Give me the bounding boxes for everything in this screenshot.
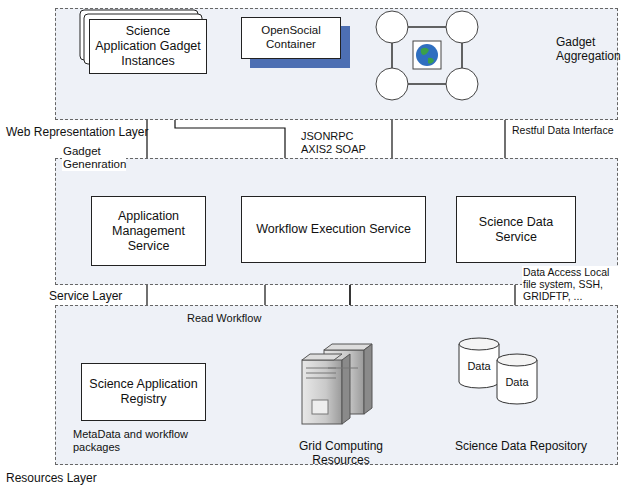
- edge-label: Data Access Local file system, SSH, GRID…: [522, 266, 619, 302]
- service-box: Workflow Execution Service: [241, 196, 426, 263]
- note-label: JSONRPC AXIS2 SOAP: [300, 130, 382, 155]
- box-label: OpenSocial Container: [247, 24, 335, 52]
- edge-label: Restful Data Interface: [511, 124, 615, 136]
- group-label: Science Data Repository: [446, 439, 596, 453]
- layer-label: Service Layer: [49, 289, 122, 303]
- registry-box: Science Application Registry: [81, 363, 206, 421]
- layer-label: Web Representation Layer: [6, 125, 149, 139]
- database-cylinder: Data: [458, 337, 500, 389]
- box-label: Workflow Execution Service: [256, 222, 411, 237]
- server-symbol: [302, 344, 372, 424]
- layer-band: Resources LayerScience Application Regis…: [55, 305, 618, 465]
- note-label: MetaData and workflow packages: [72, 428, 224, 453]
- resource-group: Grid Computing Resources: [271, 346, 411, 461]
- box-label: Science Data Service: [462, 215, 570, 245]
- layer-label: Resources Layer: [6, 471, 97, 485]
- layer-band: Web Representation LayerScience Applicat…: [55, 8, 618, 120]
- box-label: Science Application Gadget Instances: [95, 24, 201, 69]
- box-label: Science Application Registry: [87, 377, 200, 407]
- box-label: Data: [505, 376, 528, 389]
- edge-label: Read Workflow: [186, 312, 262, 325]
- group-label: Grid Computing Resources: [271, 439, 411, 468]
- aggregation-group: Gadget Aggregation: [373, 11, 611, 103]
- box-label: Data: [467, 360, 490, 373]
- service-box: Application Management Service: [91, 196, 206, 266]
- group-label: Gadget Aggregation: [556, 35, 611, 64]
- layer-ground: [55, 8, 618, 120]
- box-label: Application Management Service: [97, 209, 200, 254]
- database-cylinder: Data: [496, 353, 538, 405]
- aggregation-network: [376, 11, 478, 100]
- gadget-box: Science Application Gadget Instances: [89, 19, 207, 74]
- service-box: Science Data Service: [456, 196, 576, 263]
- container-box: OpenSocial Container: [241, 17, 341, 59]
- edge-label: Gadget Genenration: [62, 145, 126, 171]
- repository-group: Science Data RepositoryDataData: [446, 331, 596, 461]
